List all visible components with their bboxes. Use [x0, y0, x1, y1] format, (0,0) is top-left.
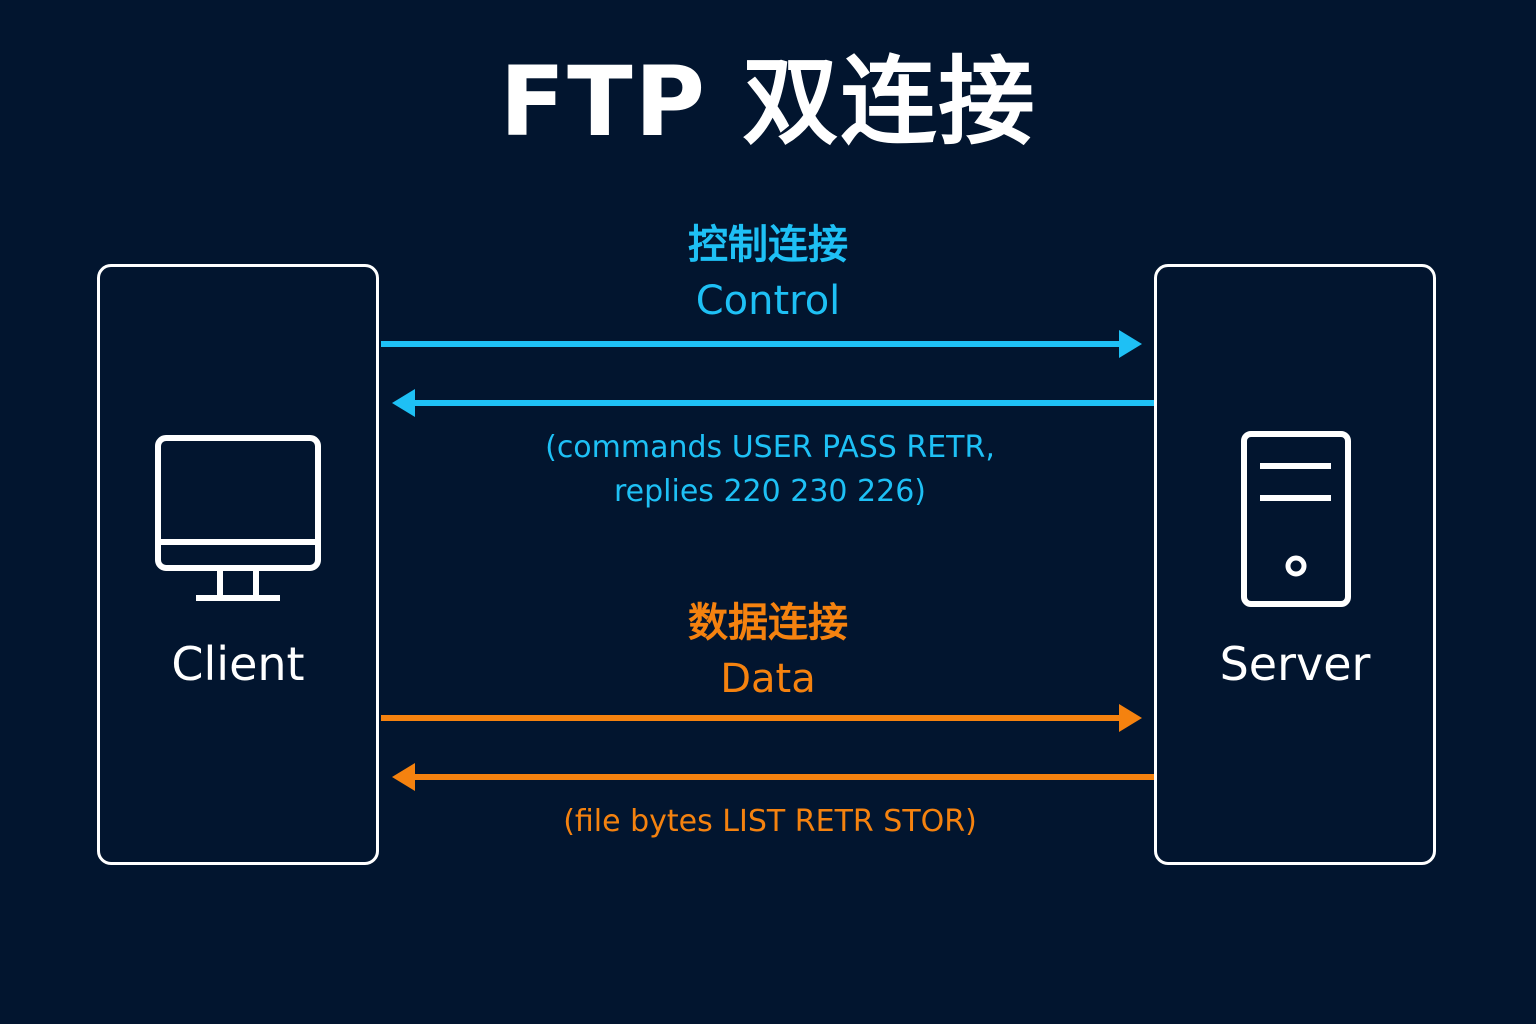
data-arrow-to-server: [381, 704, 1142, 732]
control-arrow-to-server: [381, 330, 1142, 358]
diagram-title: FTP 双连接: [499, 46, 1037, 158]
monitor-icon: [155, 435, 321, 601]
client-box: [97, 264, 379, 865]
server-box: [1154, 264, 1436, 865]
control-note-line2: replies 220 230 226): [613, 474, 927, 509]
data-label-zh: 数据连接: [688, 600, 848, 646]
client-label: Client: [171, 637, 305, 691]
server-tower-icon: [1241, 431, 1351, 607]
data-note: (file bytes LIST RETR STOR): [563, 804, 977, 839]
data-arrow-to-client: [392, 763, 1154, 791]
data-label-en: Data: [720, 656, 816, 702]
control-arrow-to-client: [392, 389, 1154, 417]
control-note-line1: (commands USER PASS RETR,: [545, 430, 995, 465]
server-label: Server: [1219, 637, 1371, 691]
control-label-en: Control: [695, 278, 841, 324]
control-label-zh: 控制连接: [688, 222, 848, 268]
